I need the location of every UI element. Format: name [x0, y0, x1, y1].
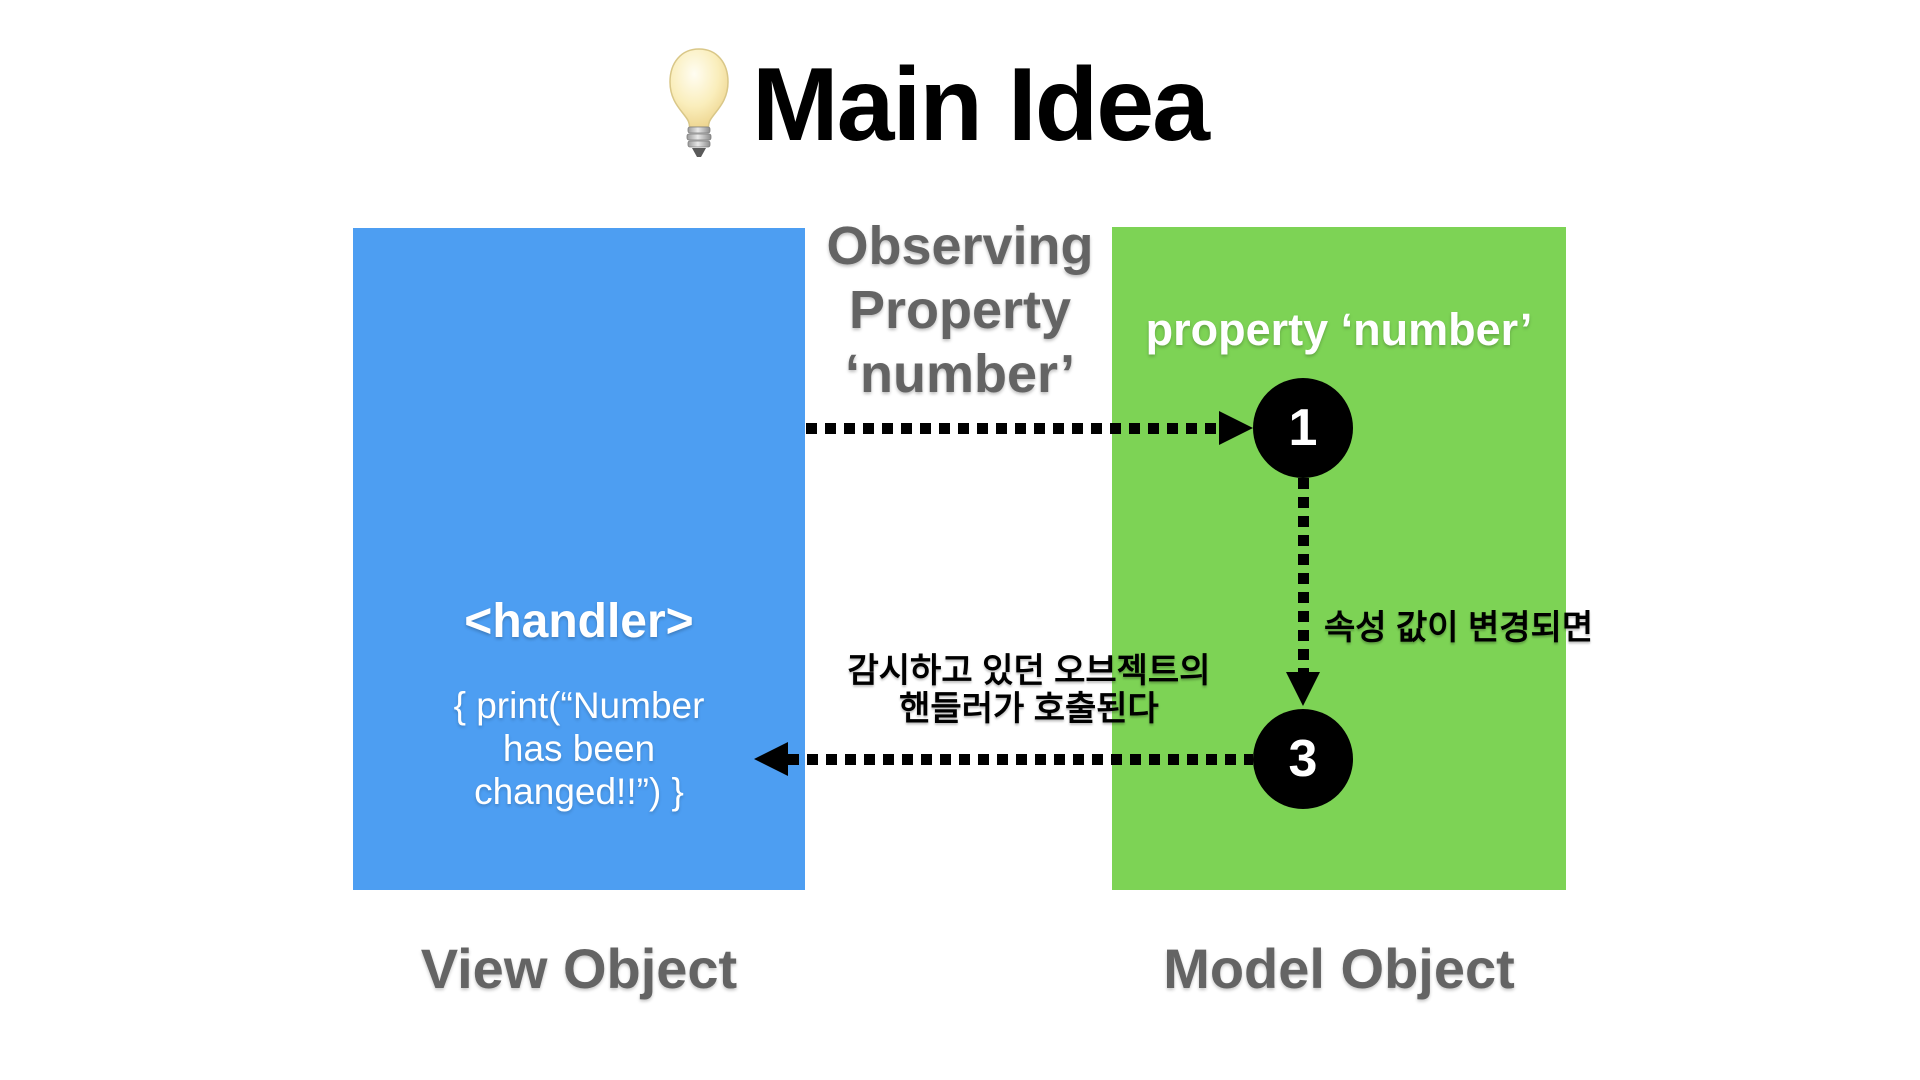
- light-bulb-icon: [669, 48, 729, 157]
- view-object-label: View Object: [420, 937, 738, 1000]
- model-object-label: Model Object: [1163, 937, 1515, 1000]
- handler-tag-label: <handler>: [464, 595, 694, 648]
- change-arrow-line: [1298, 478, 1309, 672]
- observe-arrow-line: [806, 423, 1219, 434]
- observing-property-note: Observing Property ‘number’: [826, 216, 1094, 404]
- view-object-box: [353, 228, 805, 890]
- notify-arrow-line: [788, 754, 1253, 765]
- page-title: Main Idea: [752, 47, 1210, 163]
- step-1-marker: 1: [1253, 378, 1353, 478]
- step-1-number: 1: [1288, 399, 1318, 457]
- property-number-label: property ‘number’: [1145, 304, 1533, 355]
- step-3-number: 3: [1288, 730, 1318, 788]
- observe-arrow-head-icon: [1219, 411, 1253, 445]
- value-changed-note: 속성 값이 변경되면: [1324, 609, 1594, 647]
- step-3-marker: 3: [1253, 709, 1353, 809]
- slide-header: Main Idea: [0, 38, 1898, 172]
- change-arrow-head-icon: [1286, 672, 1320, 706]
- handler-called-note: 감시하고 있던 오브젝트의 핸들러가 호출된다: [847, 652, 1211, 728]
- notify-arrow-head-icon: [754, 742, 788, 776]
- handler-code-text: { print(“Number has been changed!!”) }: [453, 685, 705, 812]
